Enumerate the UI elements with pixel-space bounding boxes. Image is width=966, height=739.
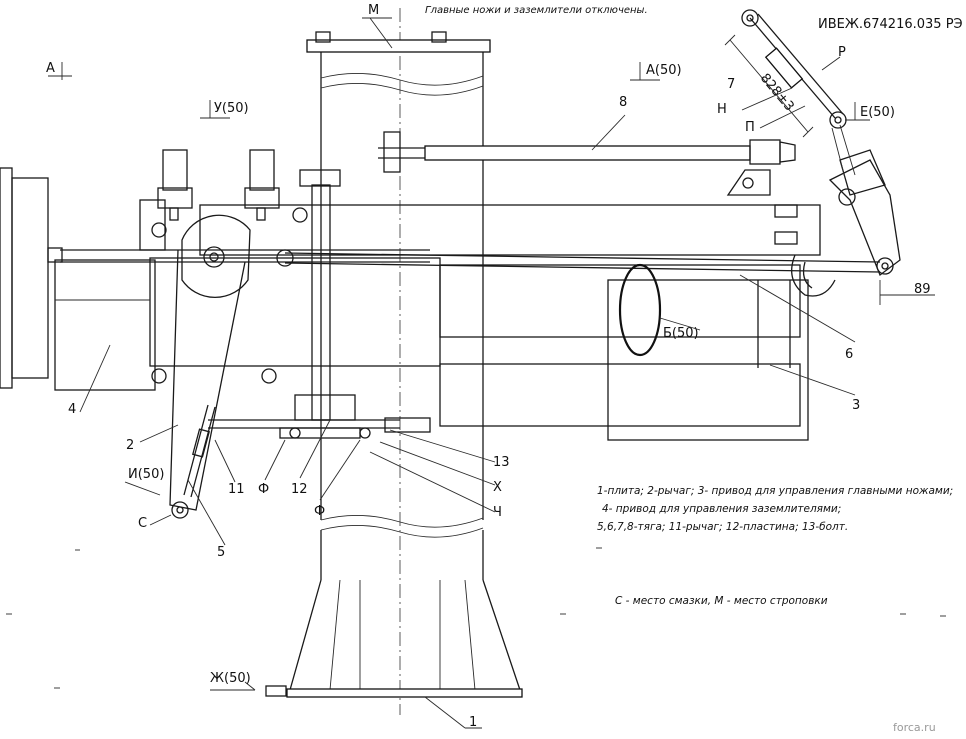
point-F1: Ф [258, 482, 269, 497]
view-arrows [48, 62, 870, 691]
legend-line-2: 4- привод для управления заземлителями; [602, 503, 841, 515]
point-R: Р [838, 45, 846, 60]
view-I50: И(50) [128, 467, 164, 482]
detail-ellipse-B [618, 263, 662, 357]
callout-12: 12 [291, 482, 308, 497]
view-A50: А(50) [646, 63, 682, 78]
callout-4: 4 [68, 402, 76, 417]
rod-8 [378, 131, 796, 173]
horizontal-beams [60, 204, 821, 441]
legend-line-1: 1-плита; 2-рычаг; 3- привод для управлен… [597, 485, 953, 497]
rod-5 [183, 404, 216, 498]
point-C: С [138, 516, 147, 531]
drafting-marks [6, 547, 946, 689]
view-A: А [46, 61, 55, 76]
dim-89: 89 [914, 282, 931, 297]
point-F2: Ф [314, 504, 325, 519]
callout-5: 5 [217, 545, 225, 560]
base-pedestal [265, 579, 523, 729]
view-Zh50: Ж(50) [210, 671, 251, 686]
callout-13: 13 [493, 455, 510, 470]
earthing-switch-drive [0, 167, 441, 391]
callout-1: 1 [469, 715, 477, 730]
top-lifting-plate [306, 17, 491, 53]
leader-lines [79, 56, 935, 546]
label-M: М [368, 3, 379, 18]
legend-line-3: 5,6,7,8-тяга; 11-рычаг; 12-пластина; 13-… [597, 521, 848, 533]
dim-rod7 [724, 34, 814, 138]
rod-7 [741, 9, 856, 179]
point-P: П [745, 120, 755, 135]
vertical-shaft [294, 169, 356, 421]
callout-11: 11 [228, 482, 245, 497]
view-U50: У(50) [214, 101, 249, 116]
right-lever-assembly [726, 149, 901, 297]
watermark: forca.ru [893, 721, 936, 734]
point-Ch: Ч [493, 505, 502, 520]
lever-11-rod [208, 417, 431, 439]
point-N: Н [717, 102, 727, 117]
point-X: Х [493, 480, 502, 495]
callout-2: 2 [126, 438, 134, 453]
vertical-post [320, 8, 484, 715]
status-note: Главные ножи и заземлители отключены. [425, 5, 648, 16]
limit-switches [157, 149, 280, 221]
lever-2 [169, 214, 251, 519]
legend-line-4: С - место смазки, М - место строповки [615, 595, 828, 607]
document-code: ИВЕЖ.674216.035 РЭ [818, 17, 963, 32]
rod-6 [276, 249, 894, 275]
callout-7: 7 [727, 77, 735, 92]
view-B50: Б(50) [663, 326, 699, 341]
callout-8: 8 [619, 95, 627, 110]
view-E50: Е(50) [860, 105, 895, 120]
callout-3: 3 [852, 398, 860, 413]
callout-6: 6 [845, 347, 853, 362]
